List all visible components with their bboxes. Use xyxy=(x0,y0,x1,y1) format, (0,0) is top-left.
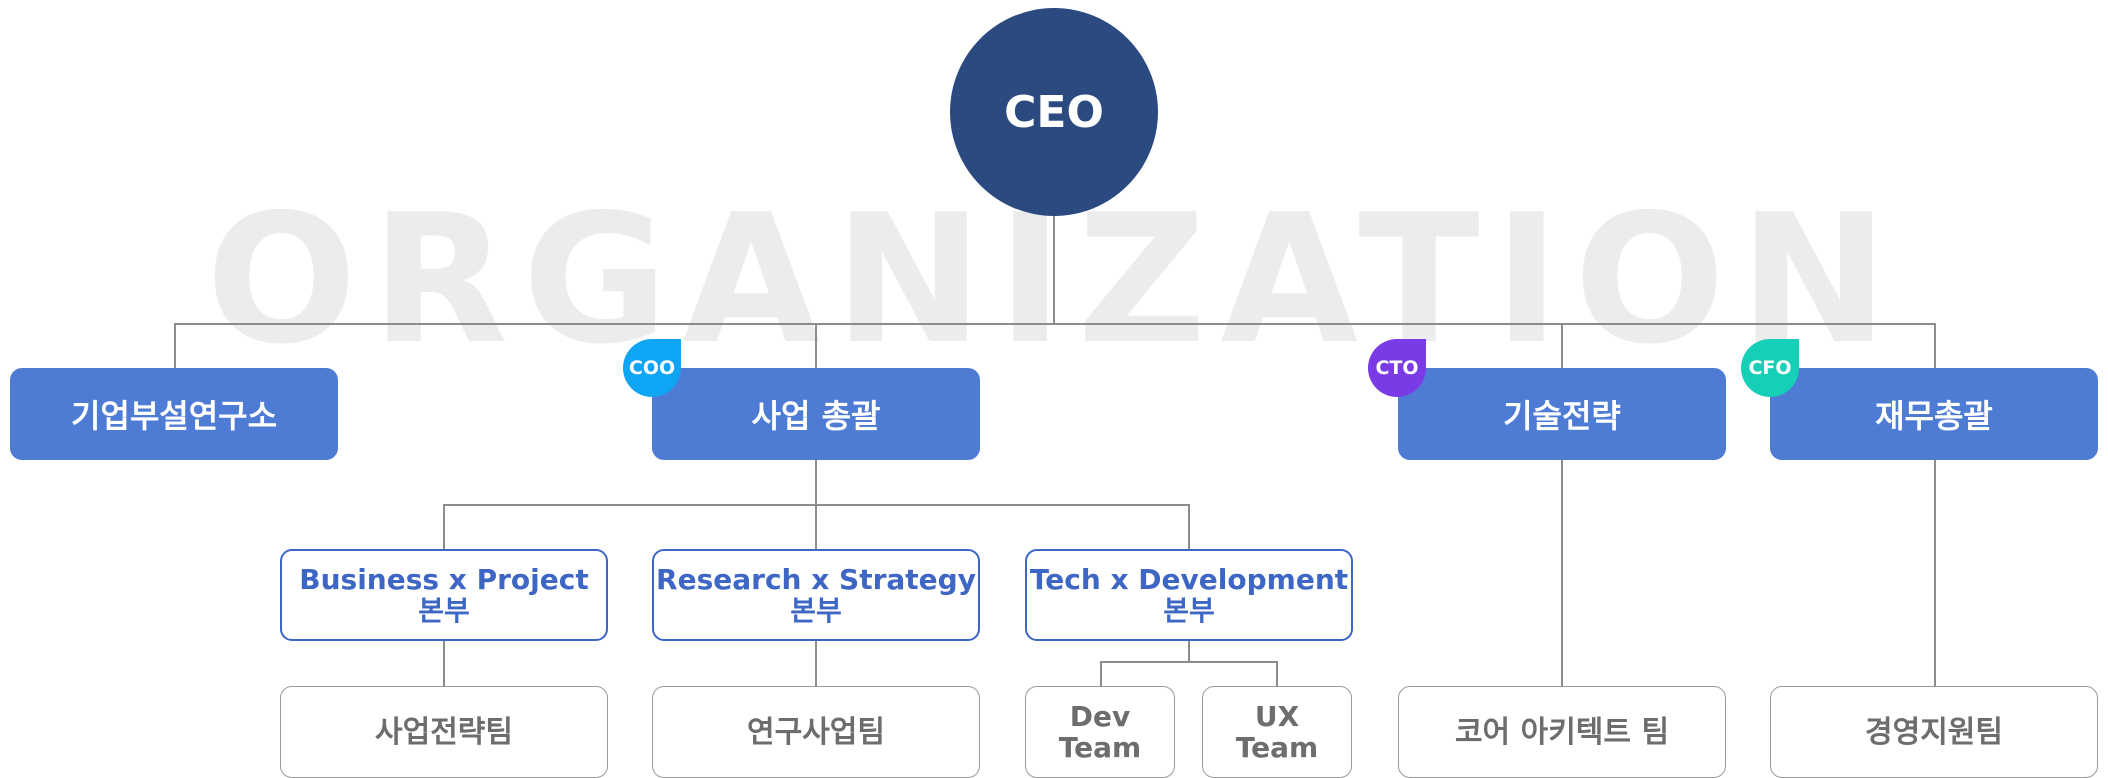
connector-tech xyxy=(1561,323,1563,368)
team-research-business: 연구사업팀 xyxy=(652,686,980,778)
division-research-lab: 기업부설연구소 xyxy=(10,368,338,460)
team-dev-line2: Team xyxy=(1058,731,1142,764)
connector-hq2 xyxy=(815,504,817,549)
team-ux: UX Team xyxy=(1202,686,1352,778)
coo-badge: COO xyxy=(623,339,681,397)
connector-dev xyxy=(1100,661,1102,686)
team-dev-line1: Dev xyxy=(1069,700,1131,733)
connector-hq1 xyxy=(443,504,445,549)
team-core-architect: 코어 아키텍트 팀 xyxy=(1398,686,1726,778)
connector-ux xyxy=(1276,661,1278,686)
connector-ceo-down xyxy=(1053,216,1055,324)
hq-research-strategy: Research x Strategy 본부 xyxy=(652,549,980,641)
hq-suffix: 본부 xyxy=(418,594,470,627)
organization-watermark: ORGANIZATION xyxy=(205,176,1903,383)
hq-suffix: 본부 xyxy=(1163,594,1215,627)
connector-hq2-team xyxy=(815,641,817,686)
hq-business-project: Business x Project 본부 xyxy=(280,549,608,641)
team-business-strategy: 사업전략팀 xyxy=(280,686,608,778)
connector-lab xyxy=(174,323,176,368)
cto-badge: CTO xyxy=(1368,339,1426,397)
cfo-badge: CFO xyxy=(1741,339,1799,397)
hq-suffix: 본부 xyxy=(790,594,842,627)
team-ux-line2: Team xyxy=(1235,731,1319,764)
connector-hq3-down xyxy=(1188,641,1190,662)
hq-title: Research x Strategy xyxy=(656,563,976,596)
hq-title: Business x Project xyxy=(299,563,589,596)
connector-hq1-team xyxy=(443,641,445,686)
hq-tech-development: Tech x Development 본부 xyxy=(1025,549,1353,641)
connector-level1-bus xyxy=(174,323,1936,325)
team-management-support: 경영지원팀 xyxy=(1770,686,2098,778)
connector-tech-team xyxy=(1561,460,1563,686)
division-finance: 재무총괄 xyxy=(1770,368,2098,460)
connector-business xyxy=(815,323,817,368)
team-dev: Dev Team xyxy=(1025,686,1175,778)
ceo-node: CEO xyxy=(950,8,1158,216)
connector-hq3 xyxy=(1188,504,1190,549)
connector-business-down xyxy=(815,460,817,505)
division-tech-strategy: 기술전략 xyxy=(1398,368,1726,460)
connector-dev-ux-bus xyxy=(1100,661,1278,663)
division-business: 사업 총괄 xyxy=(652,368,980,460)
team-ux-line1: UX xyxy=(1254,700,1300,733)
connector-finance xyxy=(1934,323,1936,368)
connector-finance-team xyxy=(1934,460,1936,686)
hq-title: Tech x Development xyxy=(1029,563,1349,596)
